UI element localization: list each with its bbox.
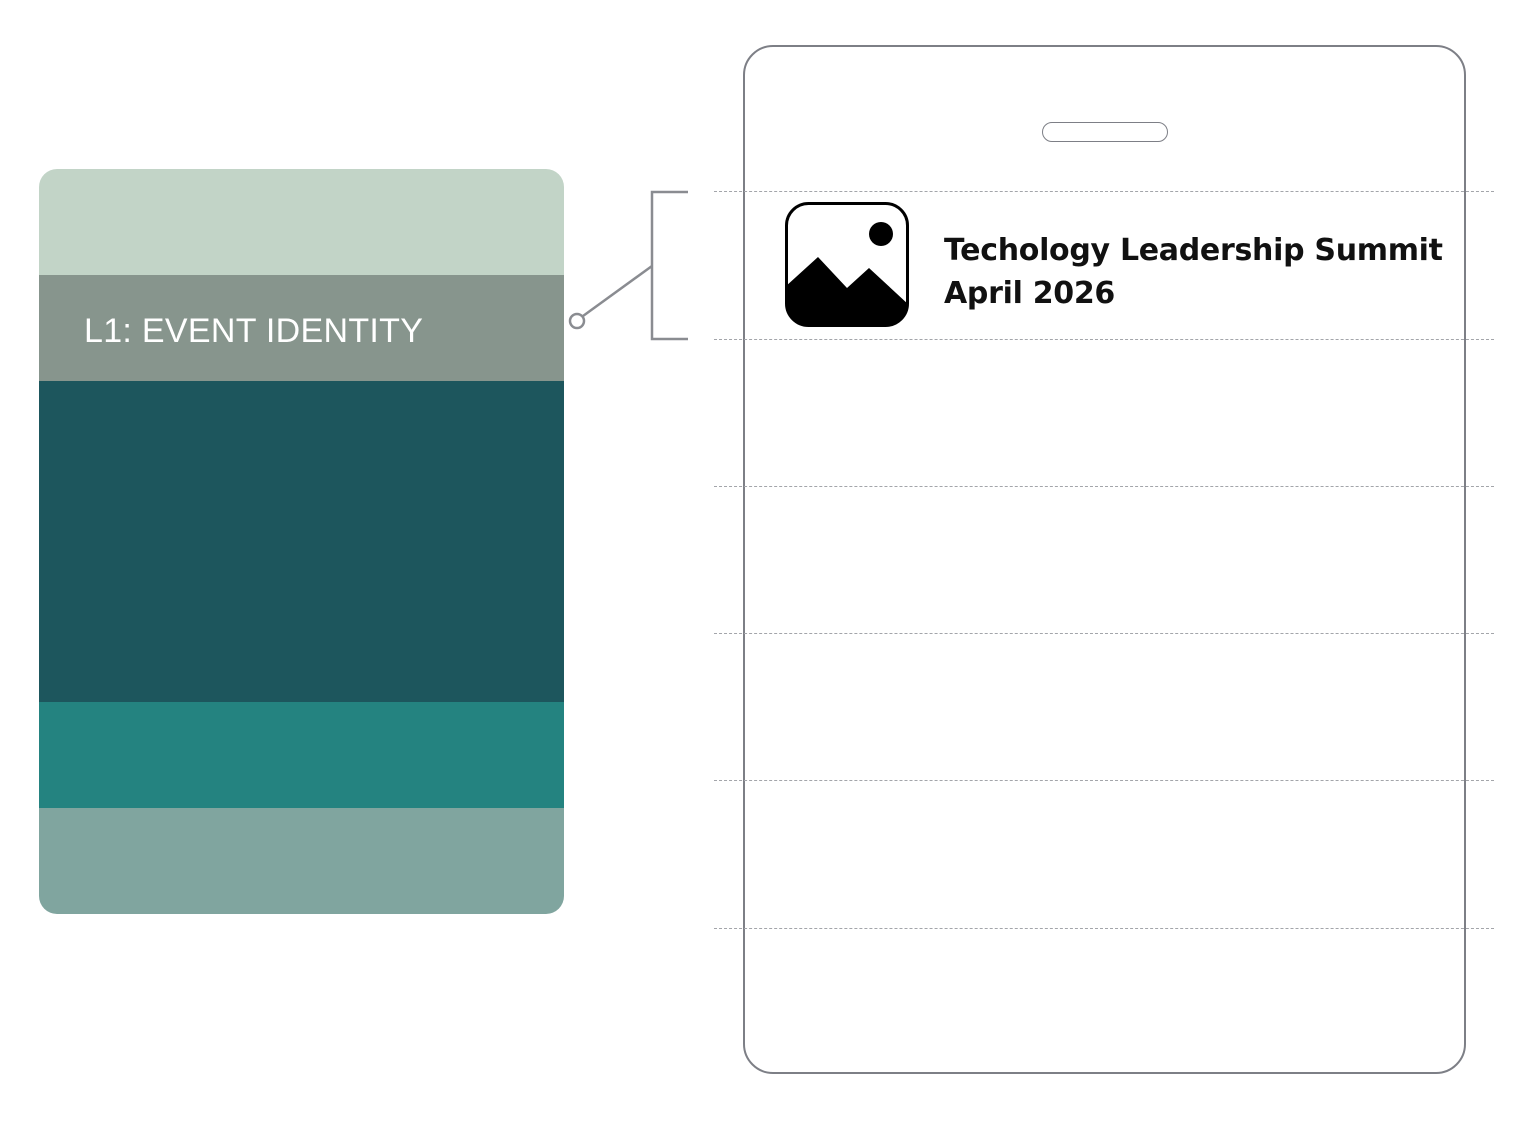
layer-5 (39, 808, 564, 914)
connector-endpoint (568, 312, 586, 330)
section-divider (714, 780, 1494, 781)
section-divider (714, 633, 1494, 634)
section-divider (714, 486, 1494, 487)
layer-4 (39, 702, 564, 808)
layer-stack: L1: EVENT IDENTITY (39, 169, 564, 914)
layer-1 (39, 169, 564, 275)
section-divider (714, 191, 1494, 192)
section-divider (714, 928, 1494, 929)
event-name: Techology Leadership Summit (944, 233, 1443, 268)
event-date: April 2026 (944, 276, 1115, 311)
lanyard-slot (1042, 122, 1168, 142)
connector-segment (582, 264, 653, 318)
image-placeholder-icon (785, 202, 909, 327)
section-divider (714, 339, 1494, 340)
layer-3 (39, 381, 564, 702)
connector-bracket (650, 190, 688, 341)
connector-line (568, 190, 688, 341)
layer-event-identity: L1: EVENT IDENTITY (39, 275, 564, 381)
badge-card (743, 45, 1466, 1074)
layer-label: L1: EVENT IDENTITY (84, 311, 424, 350)
event-info: Techology Leadership Summit April 2026 (944, 229, 1443, 315)
